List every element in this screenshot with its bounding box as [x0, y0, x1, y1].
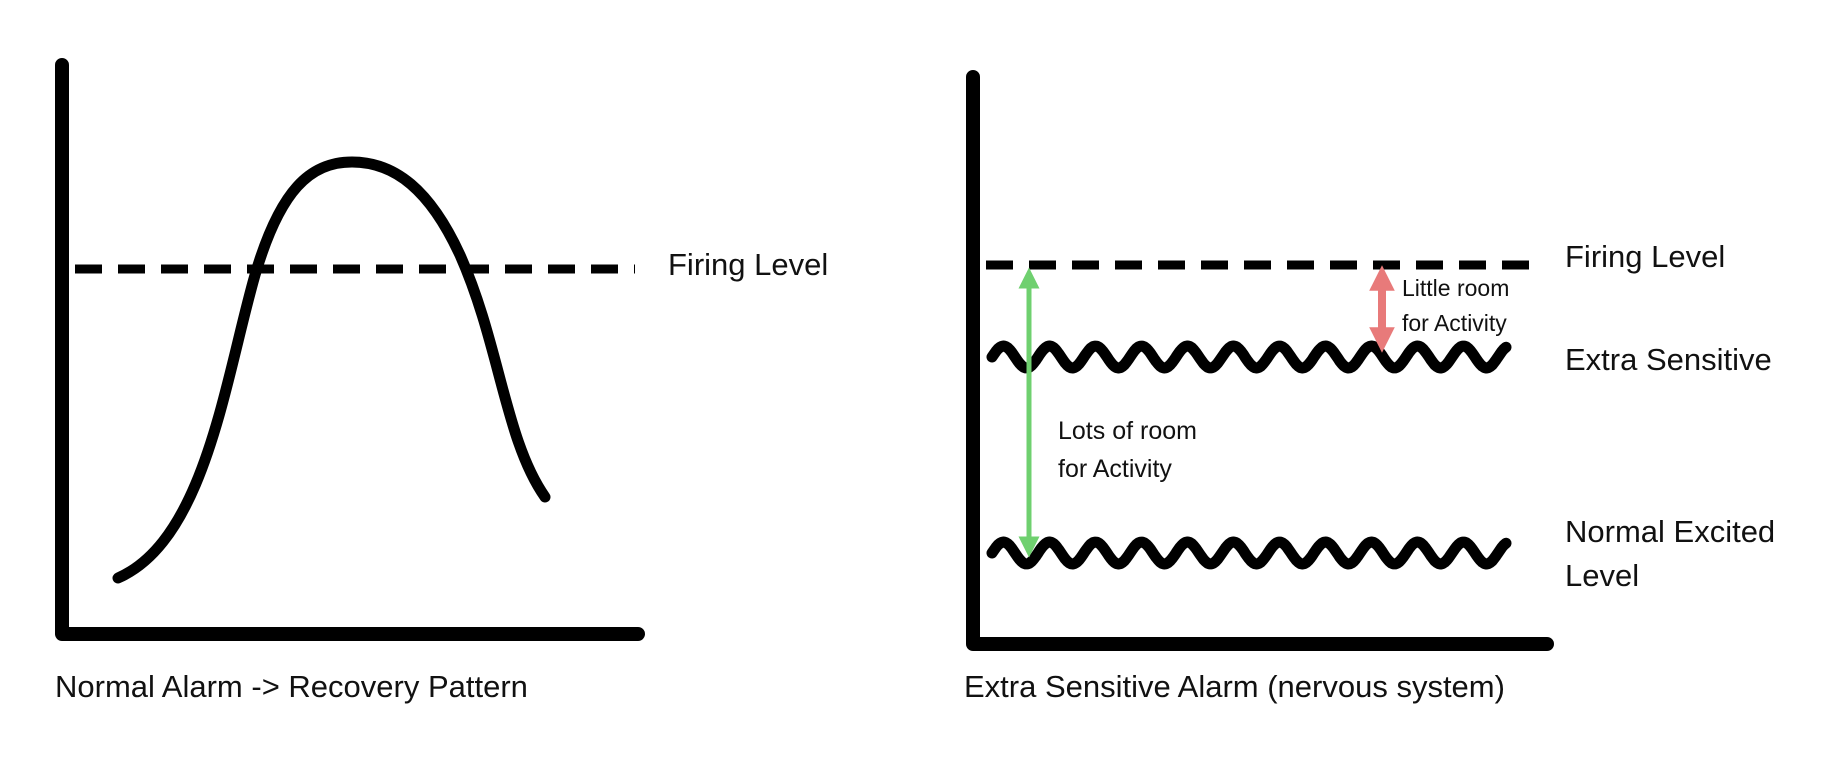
normal-excited-level-label-line1: Normal Excited [1565, 514, 1776, 549]
left-alarm-recovery-curve [112, 156, 551, 584]
extra-sensitive-wave [986, 340, 1512, 374]
left-caption: Normal Alarm -> Recovery Pattern [55, 669, 528, 704]
right-diagram [966, 70, 1554, 651]
lots-of-room-label-line1: Lots of room [1058, 417, 1197, 445]
little-room-label-line1: Little room [1402, 275, 1510, 301]
extra-sensitive-label: Extra Sensitive [1565, 342, 1772, 377]
left-diagram [55, 58, 645, 641]
left-axes [55, 58, 645, 641]
normal-excited-level-label-line2: Level [1565, 558, 1640, 593]
right-caption: Extra Sensitive Alarm (nervous system) [964, 669, 1505, 704]
little-room-label-line2: for Activity [1402, 310, 1507, 336]
right-axes [966, 70, 1554, 651]
lots-of-room-label-line2: for Activity [1058, 455, 1172, 483]
normal-excited-wave [986, 536, 1512, 570]
left-firing-level-label: Firing Level [668, 247, 829, 282]
right-firing-level-label: Firing Level [1565, 239, 1726, 274]
